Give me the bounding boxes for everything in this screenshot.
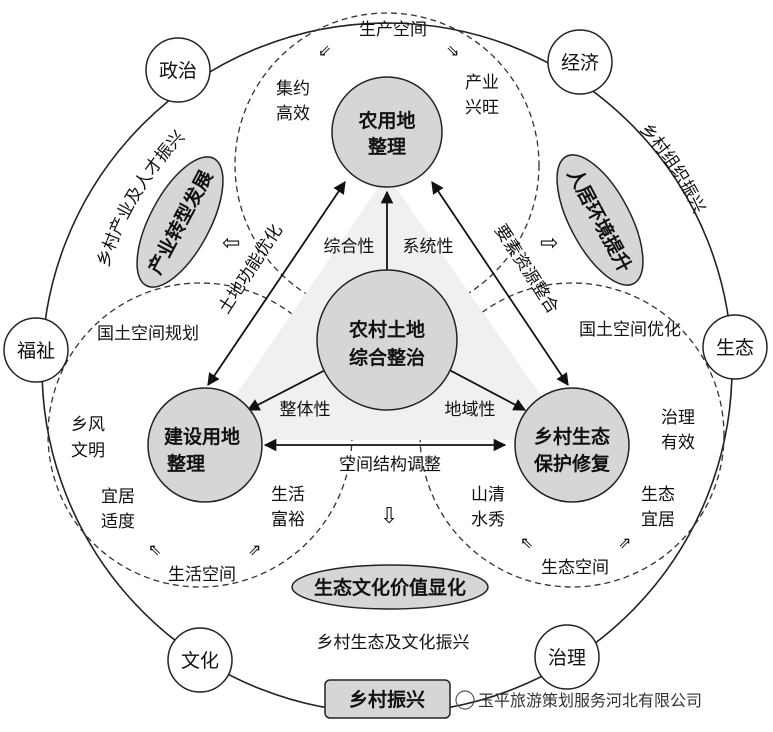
left-node: 建设用地 整理 xyxy=(147,387,263,503)
svg-text:宜居: 宜居 xyxy=(641,510,675,530)
regional-label: 地域性 xyxy=(445,400,496,420)
hollow-arrow-icon: ⇖ xyxy=(148,540,161,559)
corner-welfare: 福祉 xyxy=(3,317,69,383)
planning-right-label: 国土空间优化 xyxy=(579,320,681,340)
top-dashed-circle xyxy=(234,12,540,318)
svg-text:集约: 集约 xyxy=(276,79,310,99)
svg-text:农用地: 农用地 xyxy=(357,109,415,132)
right-node: 乡村生态 保护修复 xyxy=(514,387,630,503)
oval-living-env: 人居环境提升 xyxy=(556,154,644,286)
spatial-structure-label: 空间结构调整 xyxy=(339,455,441,475)
comprehensive-label: 综合性 xyxy=(324,237,375,257)
svg-text:兴旺: 兴旺 xyxy=(465,98,499,118)
svg-text:宜居: 宜居 xyxy=(101,487,135,507)
corner-ecology: 生态 xyxy=(702,314,768,380)
svg-text:生态: 生态 xyxy=(641,485,675,505)
svg-text:生态文化价值显化: 生态文化价值显化 xyxy=(314,576,466,599)
svg-text:文明: 文明 xyxy=(71,441,105,461)
hollow-arrow-icon: ⇙ xyxy=(318,41,331,60)
svg-text:整理: 整理 xyxy=(167,452,205,475)
oval-industry-transform: 产业转型发展 xyxy=(136,156,224,288)
svg-text:农村土地: 农村土地 xyxy=(348,318,425,341)
svg-text:政治: 政治 xyxy=(159,60,197,82)
corner-governance: 治理 xyxy=(534,624,600,690)
svg-text:治理: 治理 xyxy=(548,647,586,669)
production-space-label: 生产空间 xyxy=(359,20,427,40)
hollow-arrow-icon: ⇩ xyxy=(380,504,398,529)
arrow-top-left xyxy=(207,180,346,387)
svg-text:综合整治: 综合整治 xyxy=(349,346,425,369)
center-node: 农村土地 综合整治 xyxy=(316,269,458,411)
svg-text:乡村生态: 乡村生态 xyxy=(534,425,610,448)
systematic-label: 系统性 xyxy=(403,237,454,257)
svg-text:玉平旅游策划服务河北有限公司: 玉平旅游策划服务河北有限公司 xyxy=(478,691,702,710)
oval-eco-culture: 生态文化价值显化 xyxy=(291,564,489,610)
svg-text:富裕: 富裕 xyxy=(271,510,305,530)
svg-text:有效: 有效 xyxy=(661,433,695,453)
planning-left-label: 国土空间规划 xyxy=(97,324,199,344)
svg-text:福祉: 福祉 xyxy=(17,340,55,362)
svg-text:整理: 整理 xyxy=(368,135,406,158)
ecological-space-label: 生态空间 xyxy=(541,558,609,578)
hollow-arrow-icon: ⇦ xyxy=(222,231,240,256)
svg-text:乡风: 乡风 xyxy=(71,415,105,435)
hollow-arrow-icon: ⇗ xyxy=(618,533,631,552)
svg-text:生态: 生态 xyxy=(716,337,754,359)
hollow-arrow-icon: ⇗ xyxy=(248,540,261,559)
hollow-arrow-icon: ⇖ xyxy=(520,533,533,552)
hollow-arrow-icon: ⇘ xyxy=(446,41,459,60)
living-space-label: 生活空间 xyxy=(168,565,236,585)
arrow-top-right xyxy=(431,180,569,387)
overall-label: 整体性 xyxy=(280,400,331,420)
svg-text:治理: 治理 xyxy=(661,408,695,428)
arc-text-right: 乡村组织振兴 xyxy=(636,120,709,217)
corner-politics: 政治 xyxy=(145,37,211,103)
svg-text:保护修复: 保护修复 xyxy=(533,452,611,475)
svg-text:适度: 适度 xyxy=(101,512,135,532)
arc-text-bottom: 乡村生态及文化振兴 xyxy=(317,633,470,653)
top-node: 农用地 整理 xyxy=(331,76,443,188)
wechat-icon xyxy=(455,690,475,710)
svg-text:高效: 高效 xyxy=(276,104,310,124)
right-dashed-circle xyxy=(419,282,725,588)
svg-text:乡村振兴: 乡村振兴 xyxy=(349,688,425,711)
corner-culture: 文化 xyxy=(167,627,233,693)
svg-text:文化: 文化 xyxy=(181,650,219,672)
svg-text:建设用地: 建设用地 xyxy=(164,425,240,448)
bottom-box: 乡村振兴 xyxy=(324,679,451,719)
svg-text:经济: 经济 xyxy=(561,52,599,74)
svg-text:生活: 生活 xyxy=(271,485,305,505)
corner-economy: 经济 xyxy=(547,29,613,95)
svg-text:山清: 山清 xyxy=(471,485,505,505)
watermark: 玉平旅游策划服务河北有限公司 xyxy=(455,690,702,710)
svg-text:水秀: 水秀 xyxy=(471,510,505,530)
svg-text:产业: 产业 xyxy=(465,73,499,93)
hollow-arrow-icon: ⇨ xyxy=(540,231,558,256)
